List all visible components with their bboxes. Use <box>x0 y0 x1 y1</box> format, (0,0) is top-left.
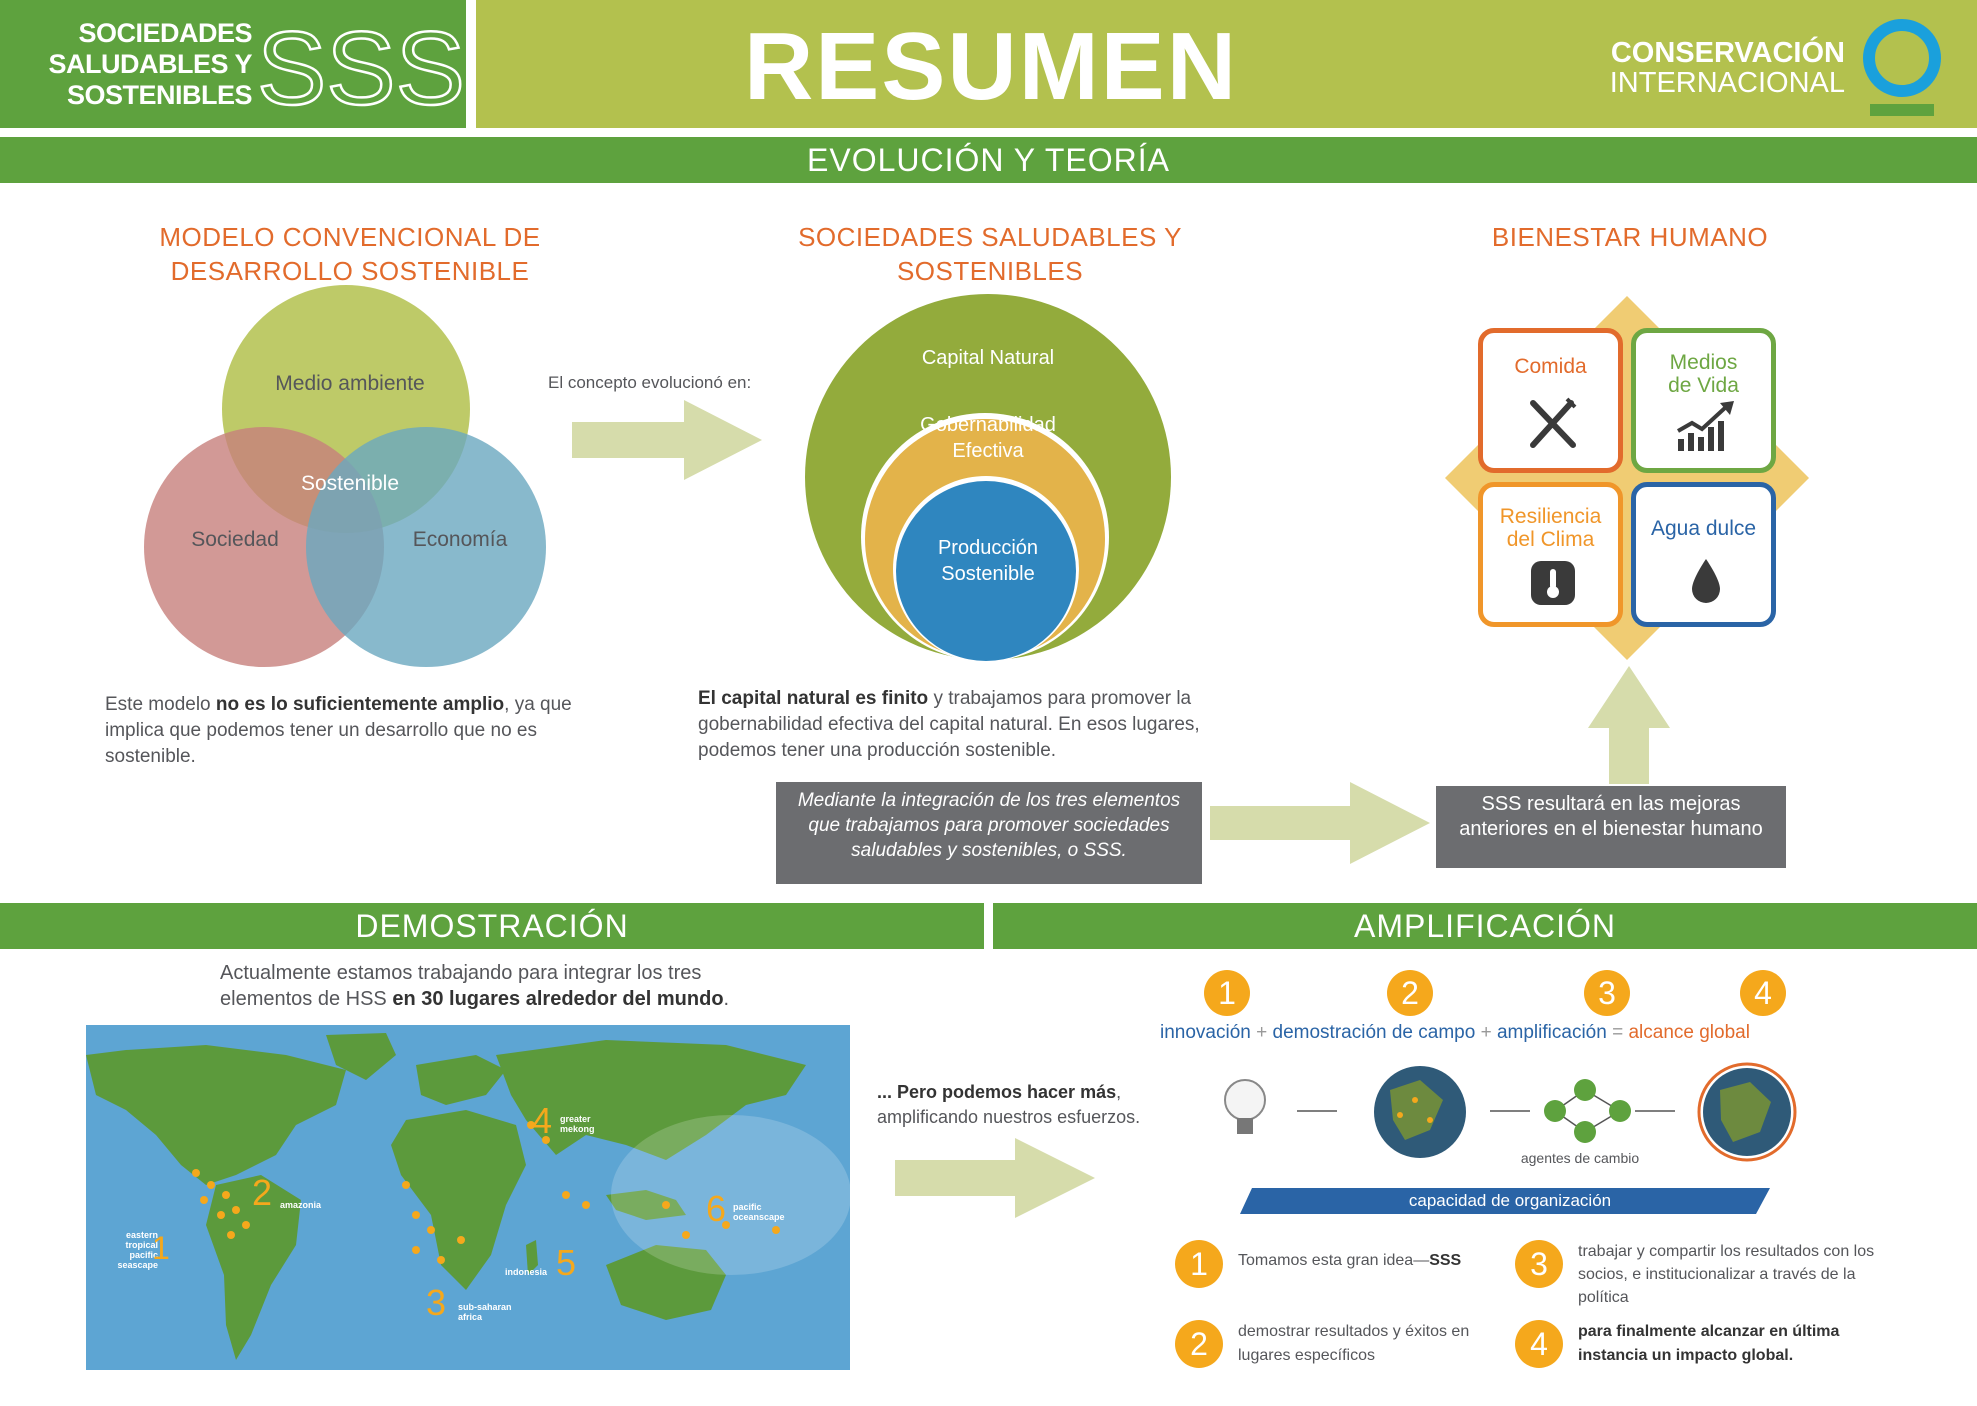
brand-acronym: SSS <box>257 11 465 127</box>
region-number-5: 5 <box>556 1242 577 1283</box>
section-bar-amplificacion: AMPLIFICACIÓN <box>993 903 1977 949</box>
venn-label-environment: Medio ambiente <box>275 372 425 395</box>
tile-food: Comida <box>1478 328 1623 473</box>
header-brand-panel <box>0 0 466 128</box>
tile-food-label: Comida <box>1514 355 1587 378</box>
conventional-heading-line-2: DESARROLLO SOSTENIBLE <box>170 256 530 286</box>
sss-heading-line-2: SOSTENIBLES <box>896 256 1084 286</box>
step-badge-4: 4 <box>1740 970 1786 1016</box>
fork-knife-icon <box>1530 397 1577 448</box>
explain-badge-3: 3 <box>1515 1240 1563 1288</box>
region-label-4: greater mekong <box>560 1114 595 1134</box>
venn-diagram <box>144 285 546 667</box>
explain-text-2: demostrar resultados y éxitos en lugares… <box>1238 1323 1470 1364</box>
conventional-model-heading: MODELO CONVENCIONAL DE DESARROLLO SOSTEN… <box>100 220 600 288</box>
region-label-6: pacific oceanscape <box>733 1202 785 1222</box>
lightbulb-icon <box>1224 1079 1266 1134</box>
region-label-2: amazonia <box>280 1200 322 1210</box>
venn-label-society: Sociedad <box>191 528 279 551</box>
section-bar-evolucion: EVOLUCIÓN Y TEORÍA <box>0 137 1977 183</box>
tile-freshwater: Agua dulce <box>1631 482 1776 627</box>
header-title-panel <box>476 0 1977 128</box>
explain-badge-1: 1 <box>1175 1240 1223 1288</box>
label-production: Producción Sostenible <box>937 537 1039 585</box>
sss-nested-circles <box>805 294 1171 662</box>
up-arrow-icon <box>1588 666 1670 784</box>
sss-description: El capital natural es finito y trabajamo… <box>698 688 1200 761</box>
explain-text-3: trabajar y compartir los resultados con … <box>1578 1243 1875 1306</box>
org-line-1: CONSERVACIÓN <box>1610 37 1845 69</box>
eq-global-reach: alcance global <box>1628 1022 1750 1043</box>
organizational-capacity-label: capacidad de organización <box>1408 1191 1612 1210</box>
tile-climate-label: Resiliencia del Clima <box>1499 505 1602 551</box>
brand-line-3: SOSTENIBLES <box>66 80 253 110</box>
change-agents-network-icon <box>1544 1079 1631 1143</box>
circle-production <box>896 481 1076 661</box>
brand-acronym-logo: SSS <box>256 10 466 128</box>
sss-heading: SOCIEDADES SALUDABLES Y SOSTENIBLES <box>740 220 1240 288</box>
demo-description: Actualmente estamos trabajando para inte… <box>220 962 730 1010</box>
explain-badge-2: 2 <box>1175 1320 1223 1368</box>
earth-icon <box>1374 1066 1466 1158</box>
region-number-6: 6 <box>706 1188 727 1229</box>
eq-amplification: amplificación <box>1496 1022 1607 1043</box>
explain-badge-4: 4 <box>1515 1320 1563 1368</box>
tile-livelihoods: Medios de Vida <box>1631 328 1776 473</box>
brand-line-1: SOCIEDADES <box>78 18 252 48</box>
region-label-3: sub-saharan africa <box>458 1302 512 1322</box>
region-number-2: 2 <box>252 1172 273 1213</box>
page-title: RESUMEN <box>743 13 1239 120</box>
venn-label-economy: Economía <box>412 528 508 551</box>
label-governance: Gobernabilidad Efectiva <box>920 414 1056 462</box>
water-drop-icon <box>1692 559 1720 603</box>
organizational-capacity-band <box>1240 1188 1770 1214</box>
thermometer-icon <box>1531 561 1575 605</box>
section-bar-demostracion: DEMOSTRACIÓN <box>0 903 984 949</box>
step-badge-2: 2 <box>1387 970 1433 1016</box>
brand-line-2: SALUDABLES Y <box>48 49 252 79</box>
wellbeing-heading: BIENESTAR HUMANO <box>1491 222 1769 252</box>
step-badge-1: 1 <box>1204 970 1250 1016</box>
growth-chart-icon <box>1677 401 1734 451</box>
world-map-graphic <box>86 1033 850 1360</box>
amplification-equation: innovación + demostración de campo + amp… <box>1160 1022 1750 1043</box>
org-line-2: INTERNACIONAL <box>1609 67 1845 99</box>
amplify-note: ... Pero podemos hacer más, amplificando… <box>877 1082 1141 1127</box>
result-arrow-icon <box>1210 782 1430 864</box>
org-logo-icon <box>1863 19 1941 116</box>
amplify-arrow-icon <box>895 1138 1095 1218</box>
evolves-label: El concepto evolucionó en: <box>548 373 752 392</box>
evolves-arrow-icon <box>572 400 762 480</box>
step-badge-3: 3 <box>1584 970 1630 1016</box>
org-name: CONSERVACIÓN INTERNACIONAL <box>1560 38 1845 98</box>
conventional-model-description: Este modelo no es lo suficientemente amp… <box>105 694 572 767</box>
tile-freshwater-label: Agua dulce <box>1650 517 1757 540</box>
wellbeing-result-note: SSS resultará en las mejoras anteriores … <box>1436 786 1786 868</box>
region-number-4: 4 <box>532 1100 553 1141</box>
region-number-3: 3 <box>426 1282 447 1323</box>
integration-note: Mediante la integración de los tres elem… <box>776 782 1202 884</box>
change-agents-label: agentes de cambio <box>1520 1150 1640 1166</box>
world-map <box>86 1025 850 1370</box>
eq-innovation: innovación <box>1160 1022 1251 1043</box>
conventional-heading-line-1: MODELO CONVENCIONAL DE <box>159 222 541 252</box>
venn-label-sustainable: Sostenible <box>300 472 400 495</box>
eq-field-demo: demostración de campo <box>1272 1022 1476 1043</box>
label-natural-capital: Capital Natural <box>921 347 1055 369</box>
venn-circle-economy <box>306 427 546 667</box>
sss-heading-line-1: SOCIEDADES SALUDABLES Y <box>798 222 1182 252</box>
global-earth-icon <box>1697 1062 1797 1162</box>
explain-text-4: para finalmente alcanzar en última insta… <box>1578 1323 1840 1364</box>
tile-livelihoods-label: Medios de Vida <box>1668 351 1739 397</box>
brand-name: SOCIEDADES SALUDABLES Y SOSTENIBLES <box>22 18 252 111</box>
explain-text-1: Tomamos esta gran idea—SSS <box>1238 1252 1462 1269</box>
amplification-process-graphic <box>1224 1062 1797 1162</box>
tile-climate-resilience: Resiliencia del Clima <box>1478 482 1623 627</box>
region-label-1: eastern tropical pacific seascape <box>117 1230 158 1270</box>
region-label-5: indonesia <box>505 1267 548 1277</box>
region-number-1: 1 <box>152 1230 170 1266</box>
